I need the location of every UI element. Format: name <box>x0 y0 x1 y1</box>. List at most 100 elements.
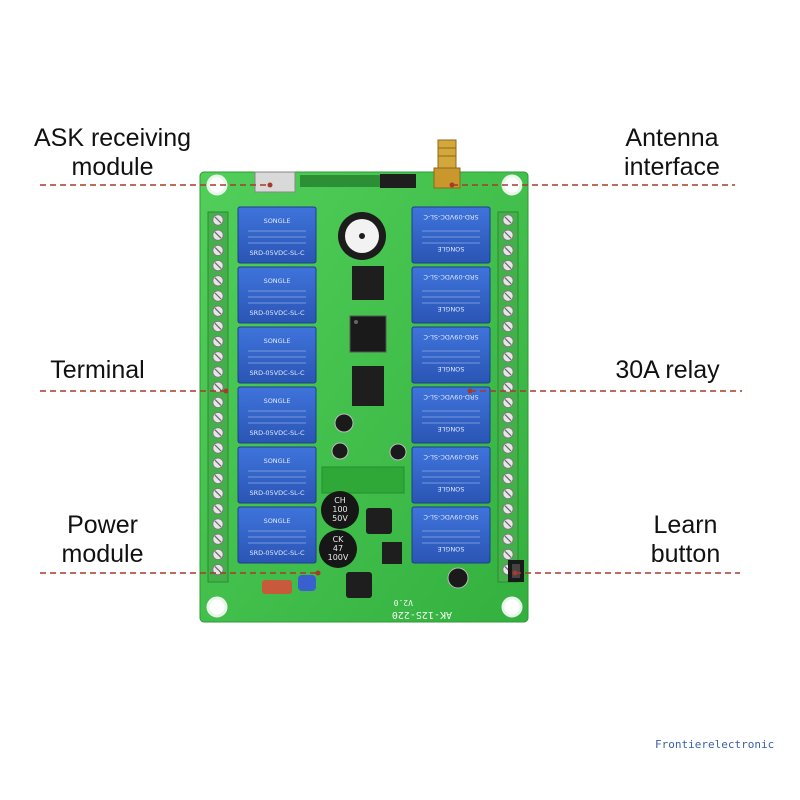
relay: SONGLE SRD-09VDC-SL-C <box>411 446 491 504</box>
relay: SONGLE SRD-09VDC-SL-C <box>411 326 491 384</box>
terminal-screw <box>502 229 514 241</box>
relay: SONGLE SRD-05VDC-SL-C <box>237 206 317 264</box>
relay-model-text: SRD-09VDC-SL-C <box>423 213 479 221</box>
terminal-screw <box>212 275 224 287</box>
relay-model-text: SRD-09VDC-SL-C <box>423 333 479 341</box>
power-module: CH 100 50V CK 47 100V <box>262 466 405 598</box>
small-capacitors <box>331 413 469 589</box>
mounting-hole <box>206 596 228 618</box>
terminal-screw <box>502 214 514 226</box>
buzzer <box>338 212 386 260</box>
terminal-screw <box>212 487 224 500</box>
relay-brand-text: SONGLE <box>264 457 291 465</box>
terminal-screw <box>212 259 224 272</box>
relay-model-text: SRD-05VDC-SL-C <box>249 489 305 497</box>
terminal-screw <box>502 244 514 257</box>
terminal-screw <box>502 305 514 317</box>
terminal-screw <box>502 396 514 409</box>
relay: SONGLE SRD-05VDC-SL-C <box>237 446 317 504</box>
ask-module-label: ASK receiving module <box>30 124 195 182</box>
terminal-screw <box>212 472 224 485</box>
terminal-screw <box>502 290 514 302</box>
relay-brand-text: SONGLE <box>438 545 465 553</box>
mounting-hole <box>501 596 523 618</box>
terminal-screw <box>212 244 224 257</box>
terminal-screw <box>212 427 224 439</box>
leader-dots <box>223 182 518 576</box>
terminal-screw <box>212 351 224 363</box>
varistor <box>298 575 316 591</box>
microcontroller-chip <box>349 315 387 353</box>
terminal-screw <box>502 259 514 272</box>
antenna-label: Antenna interface <box>612 124 732 182</box>
svg-text:47: 47 <box>333 544 343 553</box>
ic-chip-lower <box>352 366 384 406</box>
relay-brand-text: SONGLE <box>438 425 465 433</box>
relay-model-text: SRD-09VDC-SL-C <box>423 513 479 521</box>
terminal-screw <box>212 411 224 424</box>
learn-button-label-line1: Learn <box>653 511 718 539</box>
relay-brand-text: SONGLE <box>438 365 465 373</box>
terminal-screw <box>212 503 224 515</box>
terminal-screw <box>502 275 514 287</box>
mounting-hole <box>206 174 228 196</box>
relay-model-text: SRD-05VDC-SL-C <box>249 369 305 377</box>
terminal-screw <box>212 290 224 302</box>
leader-lines <box>40 184 742 574</box>
relay-label-text: 30A relay <box>615 356 720 384</box>
inductor <box>366 508 392 534</box>
relay-model-text: SRD-05VDC-SL-C <box>249 429 305 437</box>
terminal-screw <box>502 381 514 393</box>
power-module-label: Power module <box>50 511 155 569</box>
terminal-screw <box>212 442 224 454</box>
terminal-screw <box>212 563 224 576</box>
terminal-screw <box>502 472 514 485</box>
terminal-screw <box>212 335 224 348</box>
relay-brand-text: SONGLE <box>264 217 291 225</box>
relay-column-right: SONGLE SRD-09VDC-SL-C SONGLE SRD-09VDC-SL-C… <box>411 206 491 564</box>
terminal-screw <box>212 457 224 469</box>
terminal-screw <box>502 335 514 348</box>
relay-brand-text: SONGLE <box>438 485 465 493</box>
terminal-screw <box>212 214 224 226</box>
terminal-block-right <box>497 211 519 583</box>
inductor <box>346 572 372 598</box>
relay-model-text: SRD-05VDC-SL-C <box>249 309 305 317</box>
antenna-label-line1: Antenna <box>625 124 719 152</box>
ic-chip-upper <box>352 266 384 300</box>
terminal-screw <box>502 548 514 561</box>
power-module-label-line2: module <box>61 540 144 568</box>
relay-model-text: SRD-09VDC-SL-C <box>423 453 479 461</box>
electrolytic-capacitor-47uf: CK 47 100V <box>319 530 357 568</box>
svg-text:CH: CH <box>334 496 346 505</box>
terminal-screw <box>212 305 224 317</box>
svg-text:100: 100 <box>332 505 347 514</box>
relay-label: 30A relay <box>605 356 730 385</box>
terminal-screw <box>212 533 224 545</box>
relay-column-left: SONGLE SRD-05VDC-SL-C SONGLE SRD-05VDC-SL-C… <box>237 206 317 564</box>
terminal-label: Terminal <box>40 356 155 385</box>
terminal-screw <box>212 381 224 393</box>
terminal-screw <box>502 518 514 530</box>
fuse-resistor <box>262 580 292 594</box>
antenna-label-line2: interface <box>624 153 720 181</box>
relay-model-text: SRD-05VDC-SL-C <box>249 249 305 257</box>
terminal-screw <box>212 518 224 530</box>
svg-text:CK: CK <box>333 535 345 544</box>
board-version-text: V2.0 <box>394 598 413 607</box>
svg-text:50V: 50V <box>332 514 348 523</box>
terminal-screw <box>502 351 514 363</box>
terminal-screw <box>502 487 514 500</box>
ask-module-label-line1: ASK receiving <box>33 124 192 152</box>
relay-brand-text: SONGLE <box>264 517 291 525</box>
relay: SONGLE SRD-09VDC-SL-C <box>411 506 491 564</box>
learn-button-label: Learn button <box>638 511 733 569</box>
relay-brand-text: SONGLE <box>264 277 291 285</box>
